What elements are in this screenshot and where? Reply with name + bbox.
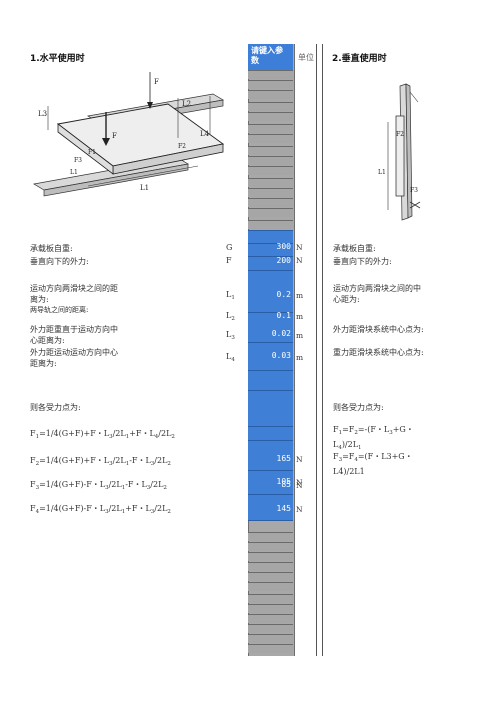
empty-row-band <box>248 572 293 581</box>
self-weight-value[interactable]: 300 <box>276 242 291 251</box>
right-formula-f3f4: F3=F4=(F・L3+G・L4)/2L1 <box>333 452 413 476</box>
empty-row-band <box>248 634 293 643</box>
force-offset-motion-label: 外力距运动运动方向中心距离为: <box>30 348 118 368</box>
svg-text:F3: F3 <box>410 187 418 194</box>
svg-text:L2: L2 <box>182 100 191 108</box>
svg-text:L1: L1 <box>70 169 78 176</box>
rail-spacing-unit: m <box>296 312 304 321</box>
right-external-force-label: 垂直向下的外力: <box>333 257 392 266</box>
empty-row-band <box>248 166 293 175</box>
formula-f1-value: 165 <box>276 454 291 463</box>
self-weight-unit: N <box>296 243 303 252</box>
force-offset-motion-value[interactable]: 0.03 <box>271 351 291 360</box>
empty-row-band <box>248 80 293 89</box>
empty-row-band <box>248 70 293 79</box>
right-result-heading: 则各受力点为: <box>333 403 384 412</box>
right-force-center-label: 外力距滑块系统中心点为: <box>333 325 424 334</box>
formula-f3-unit: N <box>296 481 303 490</box>
rail-spacing-symbol: L2 <box>226 311 235 322</box>
empty-row-band <box>248 146 293 155</box>
input-block-top <box>248 230 293 426</box>
force-offset-motion-unit: m <box>296 353 304 362</box>
empty-row-band <box>248 604 293 613</box>
empty-row-band <box>248 594 293 603</box>
right-slider-spacing-label: 运动方向两滑块之间的中心距为: <box>333 284 421 304</box>
slider-spacing-value[interactable]: 0.2 <box>276 290 291 299</box>
external-force-value[interactable]: 200 <box>276 256 291 265</box>
empty-row-band <box>248 542 293 551</box>
svg-text:L4: L4 <box>200 130 210 138</box>
formula-f4-unit: N <box>296 505 303 514</box>
horizontal-use-heading: 1.水平使用时 <box>30 54 85 64</box>
empty-row-band <box>248 90 293 99</box>
empty-row-band <box>248 220 293 229</box>
force-offset-perpendicular-label: 外力距重直于运动方向中心距离为: <box>30 325 118 345</box>
formula-f1-unit: N <box>296 455 303 464</box>
empty-row-band <box>248 552 293 561</box>
formula-f3: F3=1/4(G+F)-F・L3/2L1-F・L3/2L2 <box>30 480 167 491</box>
empty-row-band <box>248 124 293 133</box>
force-offset-perpendicular-unit: m <box>296 331 304 340</box>
formula-f4: F4=1/4(G+F)-F・L3/2L1+F・L3/2L2 <box>30 504 171 515</box>
unit-column-header: 单位 <box>298 53 314 62</box>
formula-f3-value-cell: 85 <box>281 480 291 489</box>
input-column-header: 请键入参数 <box>248 44 293 70</box>
right-gravity-center-label: 重力距滑块系统中心点为: <box>333 348 424 357</box>
svg-text:L1: L1 <box>140 184 149 192</box>
vertical-slide-diagram: L1 F2 F3 <box>378 83 421 221</box>
right-formula-f1f2: F1=F2=-(F・L3+G・L4)/2L1 <box>333 425 414 451</box>
formula-f4-value-cell: 145 <box>276 504 291 513</box>
empty-row-band <box>248 134 293 143</box>
empty-row-band <box>248 644 293 653</box>
svg-text:L3: L3 <box>38 110 47 118</box>
left-result-heading: 则各受力点为: <box>30 403 81 412</box>
horizontal-slide-diagram: L3 L2 L4 L1 F F F1 F2 F3 L1 <box>33 72 225 197</box>
formula-f2: F2=1/4(G+F)+F・L3/2L1-F・L3/2L2 <box>30 456 171 467</box>
empty-row-band <box>248 532 293 541</box>
self-weight-label: 承载板自重: <box>30 244 73 253</box>
slider-spacing-unit: m <box>296 291 304 300</box>
empty-row-band <box>248 112 293 121</box>
self-weight-symbol: G <box>226 243 233 252</box>
formula-f1: F1=1/4(G+F)+F・L3/2L1+F・L4/2L2 <box>30 429 175 440</box>
svg-text:F: F <box>112 132 117 140</box>
formula-f2-value: 105 <box>276 477 291 486</box>
rail-spacing-label: 两导轨之间的距离: <box>30 306 89 314</box>
svg-text:F2: F2 <box>178 143 186 150</box>
empty-row-band <box>248 198 293 207</box>
svg-text:F2: F2 <box>396 131 404 138</box>
empty-row-band <box>248 188 293 197</box>
empty-row-band <box>248 178 293 187</box>
external-force-symbol: F <box>226 256 232 265</box>
empty-row-band <box>248 614 293 623</box>
rail-spacing-value[interactable]: 0.1 <box>276 311 291 320</box>
external-force-label: 垂直向下的外力: <box>30 257 89 266</box>
svg-text:F: F <box>154 78 159 86</box>
external-force-unit: N <box>296 256 303 265</box>
empty-row-band <box>248 582 293 591</box>
vertical-use-heading: 2.垂直使用时 <box>332 54 387 64</box>
force-offset-perpendicular-symbol: L3 <box>226 330 235 341</box>
svg-text:L1: L1 <box>378 169 386 176</box>
slider-spacing-label: 运动方向两滑块之间的距离为: <box>30 284 118 304</box>
empty-row-band <box>248 624 293 633</box>
empty-row-band <box>248 102 293 111</box>
input-block-bottom <box>248 426 293 520</box>
section-divider <box>316 44 323 656</box>
force-offset-perpendicular-value[interactable]: 0.02 <box>271 329 291 338</box>
empty-row-band <box>248 156 293 165</box>
empty-row-band <box>248 208 293 217</box>
force-offset-motion-symbol: L4 <box>226 352 235 363</box>
right-self-weight-label: 承载板自重: <box>333 244 376 253</box>
formula-f2-unit: N <box>296 478 303 487</box>
svg-text:F3: F3 <box>74 157 82 164</box>
svg-text:F1: F1 <box>88 149 96 156</box>
slider-spacing-symbol: L1 <box>226 290 235 301</box>
empty-row-band <box>248 562 293 571</box>
